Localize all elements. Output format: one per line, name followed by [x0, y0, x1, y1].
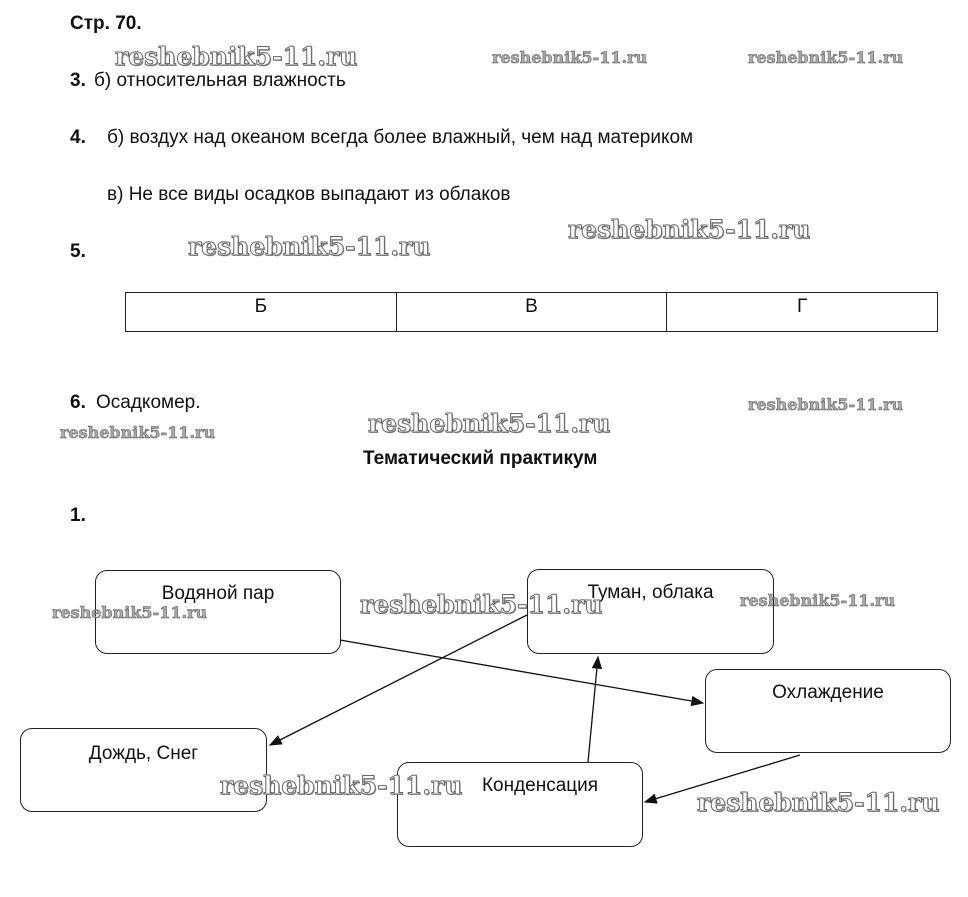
arrow — [268, 614, 528, 746]
watermark: reshebnik5-11.ru — [359, 590, 603, 620]
arrow — [643, 754, 801, 804]
watermark: reshebnik5-11.ru — [740, 591, 896, 611]
node-label: Охлаждение — [772, 682, 884, 703]
answer-6-text: Осадкомер. — [96, 392, 201, 413]
watermark: reshebnik5-11.ru — [492, 48, 648, 68]
node-cooling: Охлаждение — [705, 669, 951, 753]
watermark: reshebnik5-11.ru — [367, 409, 611, 439]
node-label: Туман, облака — [587, 582, 714, 603]
node-fog-clouds: Туман, облака — [527, 569, 774, 654]
table-cell: В — [395, 292, 668, 332]
page-header: Стр. 70. — [70, 13, 142, 34]
node-water-vapor: Водяной пар — [95, 570, 341, 654]
watermark: reshebnik5-11.ru — [748, 395, 904, 415]
arrow — [339, 639, 705, 707]
table-cell: Г — [666, 292, 938, 332]
answer-5-table: Б В Г — [125, 292, 938, 332]
node-rain-snow: Дождь, Снег — [20, 728, 267, 812]
section-title: Тематический практикум — [363, 448, 598, 469]
watermark: reshebnik5-11.ru — [60, 423, 216, 443]
watermark: reshebnik5-11.ru — [187, 232, 431, 262]
table-cell: Б — [125, 292, 397, 332]
node-label: Конденсация — [481, 775, 599, 796]
answer-4-number: 4. — [70, 127, 86, 148]
node-condensation: Конденсация — [397, 762, 643, 847]
node-label: Дождь, Снег — [88, 743, 199, 764]
watermark: reshebnik5-11.ru — [696, 788, 940, 818]
watermark: reshebnik5-11.ru — [219, 771, 463, 801]
watermark: reshebnik5-11.ru — [52, 603, 208, 623]
answer-4b-text: б) воздух над океаном всегда более влажн… — [107, 127, 694, 148]
watermark: reshebnik5-11.ru — [567, 215, 811, 245]
watermark: reshebnik5-11.ru — [748, 48, 904, 68]
answer-5-number: 5. — [70, 241, 86, 262]
task-1-number: 1. — [70, 505, 86, 526]
arrow — [587, 655, 603, 763]
answer-3-number: 3. — [70, 70, 86, 91]
answer-6-number: 6. — [70, 392, 86, 413]
answer-4c-text: в) Не все виды осадков выпадают из облак… — [107, 184, 511, 205]
watermark: reshebnik5-11.ru — [114, 42, 358, 72]
answer-3-text: б) относительная влажность — [94, 70, 346, 91]
node-label: Водяной пар — [161, 583, 275, 604]
